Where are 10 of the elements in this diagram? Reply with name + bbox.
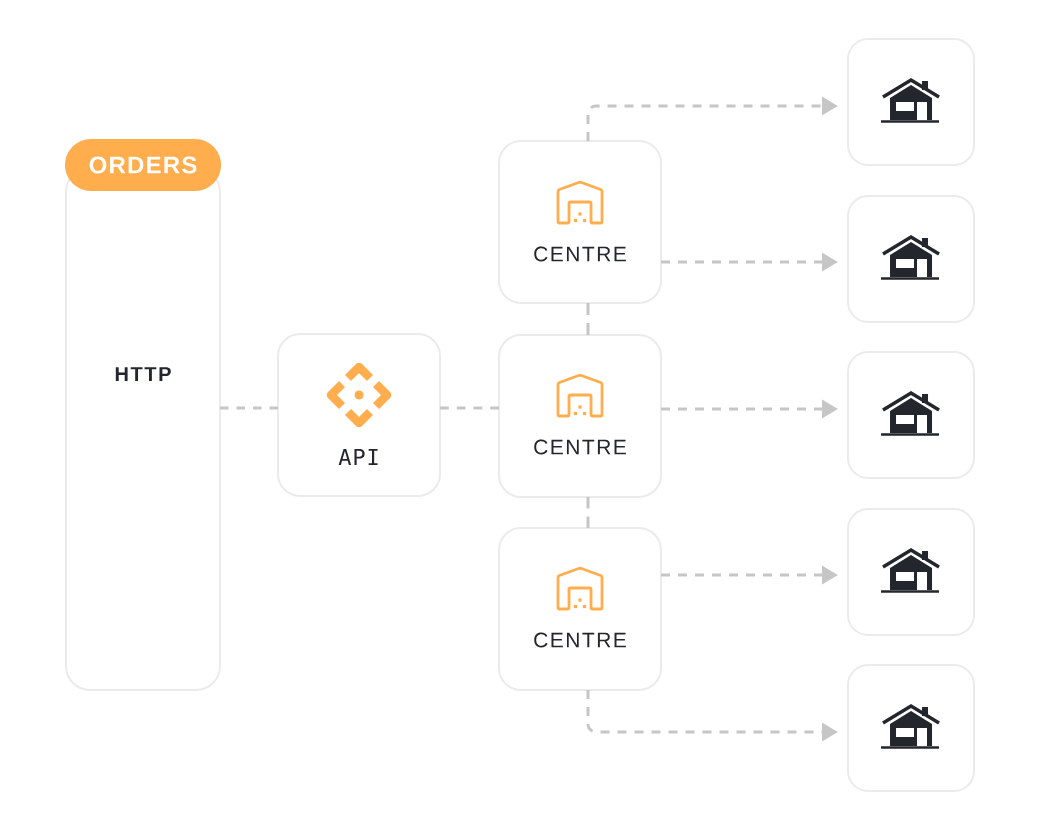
connector-line — [440, 406, 499, 410]
connector-line — [586, 303, 590, 335]
process-box: CENTRE — [498, 334, 662, 498]
process-box: CENTRE — [498, 527, 662, 691]
connector-line — [586, 497, 590, 528]
label: HTTP — [115, 367, 171, 381]
connector-line — [220, 406, 278, 410]
pill-heading: ORDERS — [65, 139, 221, 191]
process-box: CENTRE — [498, 140, 662, 304]
process-box: API — [277, 333, 441, 497]
